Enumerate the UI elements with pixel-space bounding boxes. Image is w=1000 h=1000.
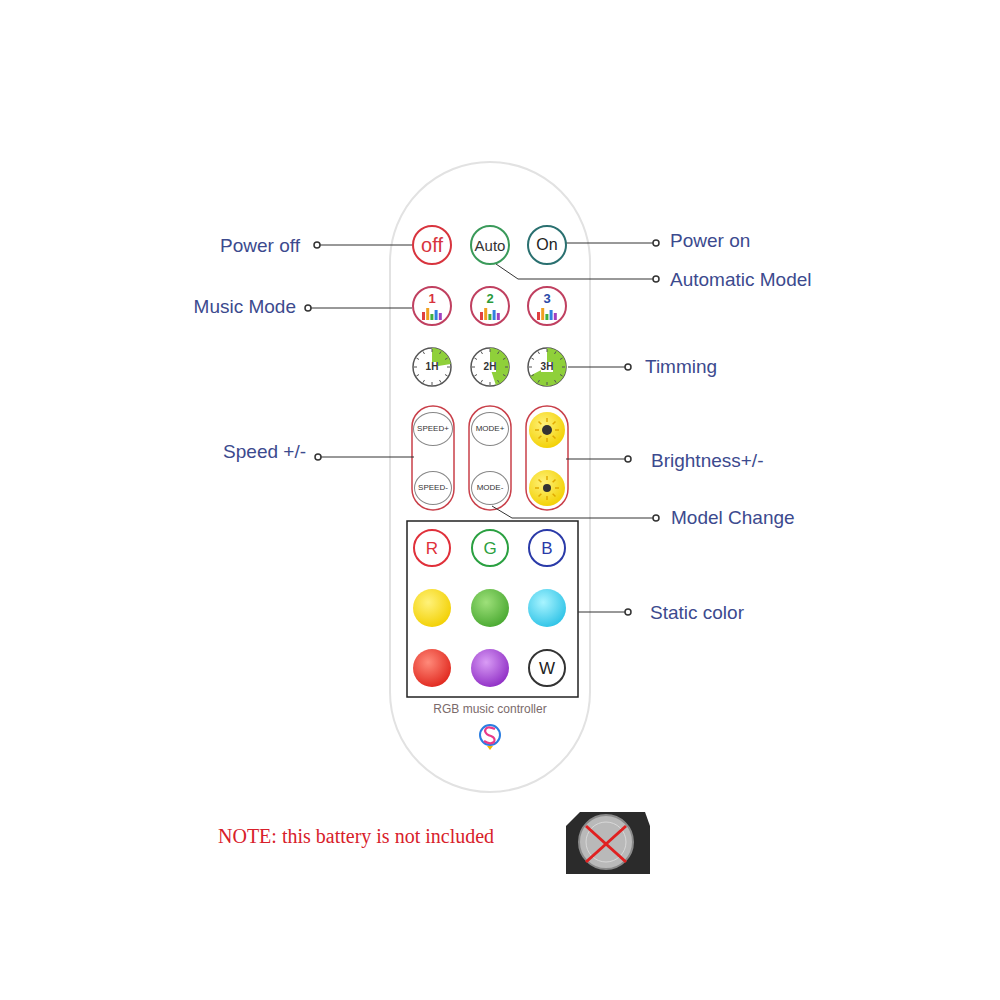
callout-label: Automatic Model <box>670 270 812 291</box>
round-button: B <box>528 529 566 567</box>
product-name: RGB music controller <box>433 703 546 716</box>
oval-button: SPEED- <box>414 471 452 505</box>
button-text: Auto <box>475 238 506 253</box>
button-text: off <box>421 235 443 255</box>
round-button: G <box>471 529 509 567</box>
button-text: R <box>426 540 438 557</box>
callout-label: Brightness+/- <box>651 451 763 472</box>
callout-label: Speed +/- <box>223 442 306 463</box>
button-text: On <box>536 237 557 253</box>
callout-label: Timming <box>645 357 717 378</box>
button-text: MODE+ <box>476 425 505 433</box>
oval-button: MODE+ <box>471 412 509 446</box>
round-button: On <box>527 225 567 265</box>
round-button: 2H <box>470 347 510 387</box>
button-text: 1H <box>426 362 439 372</box>
button-text: B <box>541 540 552 557</box>
button-text: 2 <box>486 292 493 305</box>
button-text: 3H <box>541 362 554 372</box>
round-button: off <box>412 225 452 265</box>
note-text: NOTE: this battery is not included <box>218 825 494 847</box>
oval-button: SPEED+ <box>413 412 453 446</box>
button-text: 1 <box>428 292 435 305</box>
round-button: Auto <box>470 225 510 265</box>
oval-button: MODE- <box>471 471 509 505</box>
round-button: 1H <box>412 347 452 387</box>
button-text: MODE- <box>477 484 504 492</box>
callout-label: Music Mode <box>194 297 296 318</box>
button-text: SPEED- <box>418 484 448 492</box>
round-button: 3H <box>527 347 567 387</box>
callout-label: Model Change <box>671 508 795 529</box>
round-button: 1 <box>412 286 452 326</box>
round-button: 3 <box>527 286 567 326</box>
round-button: W <box>528 649 566 687</box>
callout-label: Static color <box>650 603 744 624</box>
button-text: 2H <box>484 362 497 372</box>
button-text: W <box>539 660 555 677</box>
button-text: G <box>483 540 496 557</box>
callout-label: Power off <box>220 236 300 257</box>
button-text: 3 <box>543 292 550 305</box>
button-text: SPEED+ <box>417 425 449 433</box>
round-button: R <box>413 529 451 567</box>
callout-label: Power on <box>670 231 750 252</box>
round-button: 2 <box>470 286 510 326</box>
